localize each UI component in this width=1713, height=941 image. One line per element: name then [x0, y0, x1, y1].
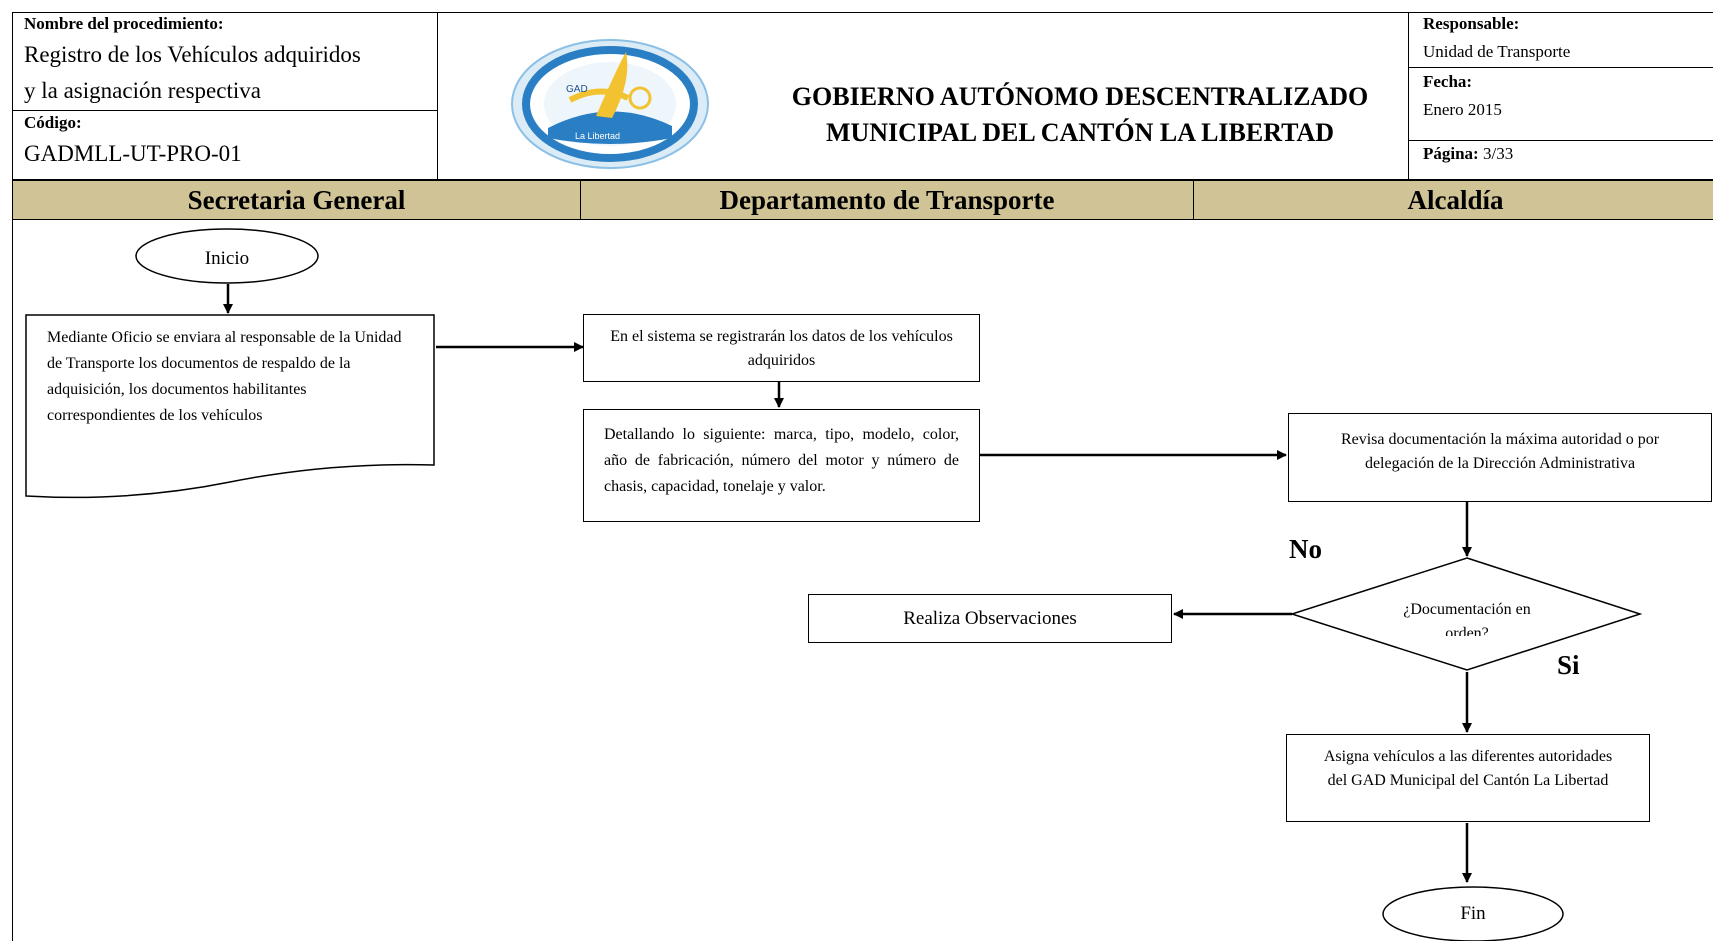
register-box: En el sistema se registrarán los datos d… — [583, 314, 980, 382]
procedure-name-line1: Registro de los Vehículos adquiridos — [24, 42, 361, 67]
assign-box: Asigna vehículos a las diferentes autori… — [1286, 734, 1650, 822]
detail-text: Detallando lo siguiente: marca, tipo, mo… — [604, 426, 959, 495]
lane-secretaria-general: Secretaria General — [12, 180, 581, 220]
observations-text: Realiza Observaciones — [903, 608, 1077, 629]
date-label: Fecha: — [1423, 72, 1473, 91]
lane-departamento-transporte: Departamento de Transporte — [580, 180, 1194, 220]
register-text: En el sistema se registrarán los datos d… — [610, 328, 953, 369]
end-label: Fin — [1460, 903, 1486, 924]
page-label: Página: — [1423, 144, 1479, 163]
review-box: Revisa documentación la máxima autoridad… — [1288, 413, 1712, 502]
decision-text: ¿Documentación en orden? — [1403, 601, 1531, 636]
header-meta-cell — [1408, 12, 1713, 180]
start-label: Inicio — [204, 248, 250, 267]
review-text: Revisa documentación la máxima autoridad… — [1340, 431, 1660, 472]
responsible-value: Unidad de Transporte — [1423, 42, 1571, 61]
responsible-label: Responsable: — [1423, 14, 1520, 33]
procedure-label: Nombre del procedimiento: — [24, 14, 224, 33]
no-label: No — [1289, 534, 1322, 564]
logo-text-top: GAD — [566, 84, 588, 95]
code-label: Código: — [24, 113, 82, 132]
org-title-line1: GOBIERNO AUTÓNOMO DESCENTRALIZADO — [791, 82, 1369, 111]
detail-box: Detallando lo siguiente: marca, tipo, mo… — [583, 409, 980, 522]
page-indicator: Página: 3/33 — [1423, 144, 1513, 164]
header-divider-code — [12, 110, 438, 111]
observations-box: Realiza Observaciones — [808, 594, 1172, 643]
header-divider-page — [1408, 140, 1713, 141]
logo-text-bottom: La Libertad — [575, 131, 621, 141]
page-value: 3/33 — [1482, 144, 1514, 163]
procedure-name-line2: y la asignación respectiva — [24, 78, 261, 103]
org-title-line2: MUNICIPAL DEL CANTÓN LA LIBERTAD — [825, 118, 1335, 147]
diagram-left-border — [12, 219, 13, 941]
si-label: Si — [1557, 650, 1580, 680]
code-value: GADMLL-UT-PRO-01 — [24, 141, 242, 166]
assign-text: Asigna vehículos a las diferentes autori… — [1323, 748, 1613, 789]
document-text: Mediante Oficio se enviara al responsabl… — [47, 329, 402, 424]
date-value: Enero 2015 — [1423, 100, 1502, 119]
header-divider-date — [1408, 67, 1713, 68]
lane-alcaldia: Alcaldía — [1193, 180, 1713, 220]
